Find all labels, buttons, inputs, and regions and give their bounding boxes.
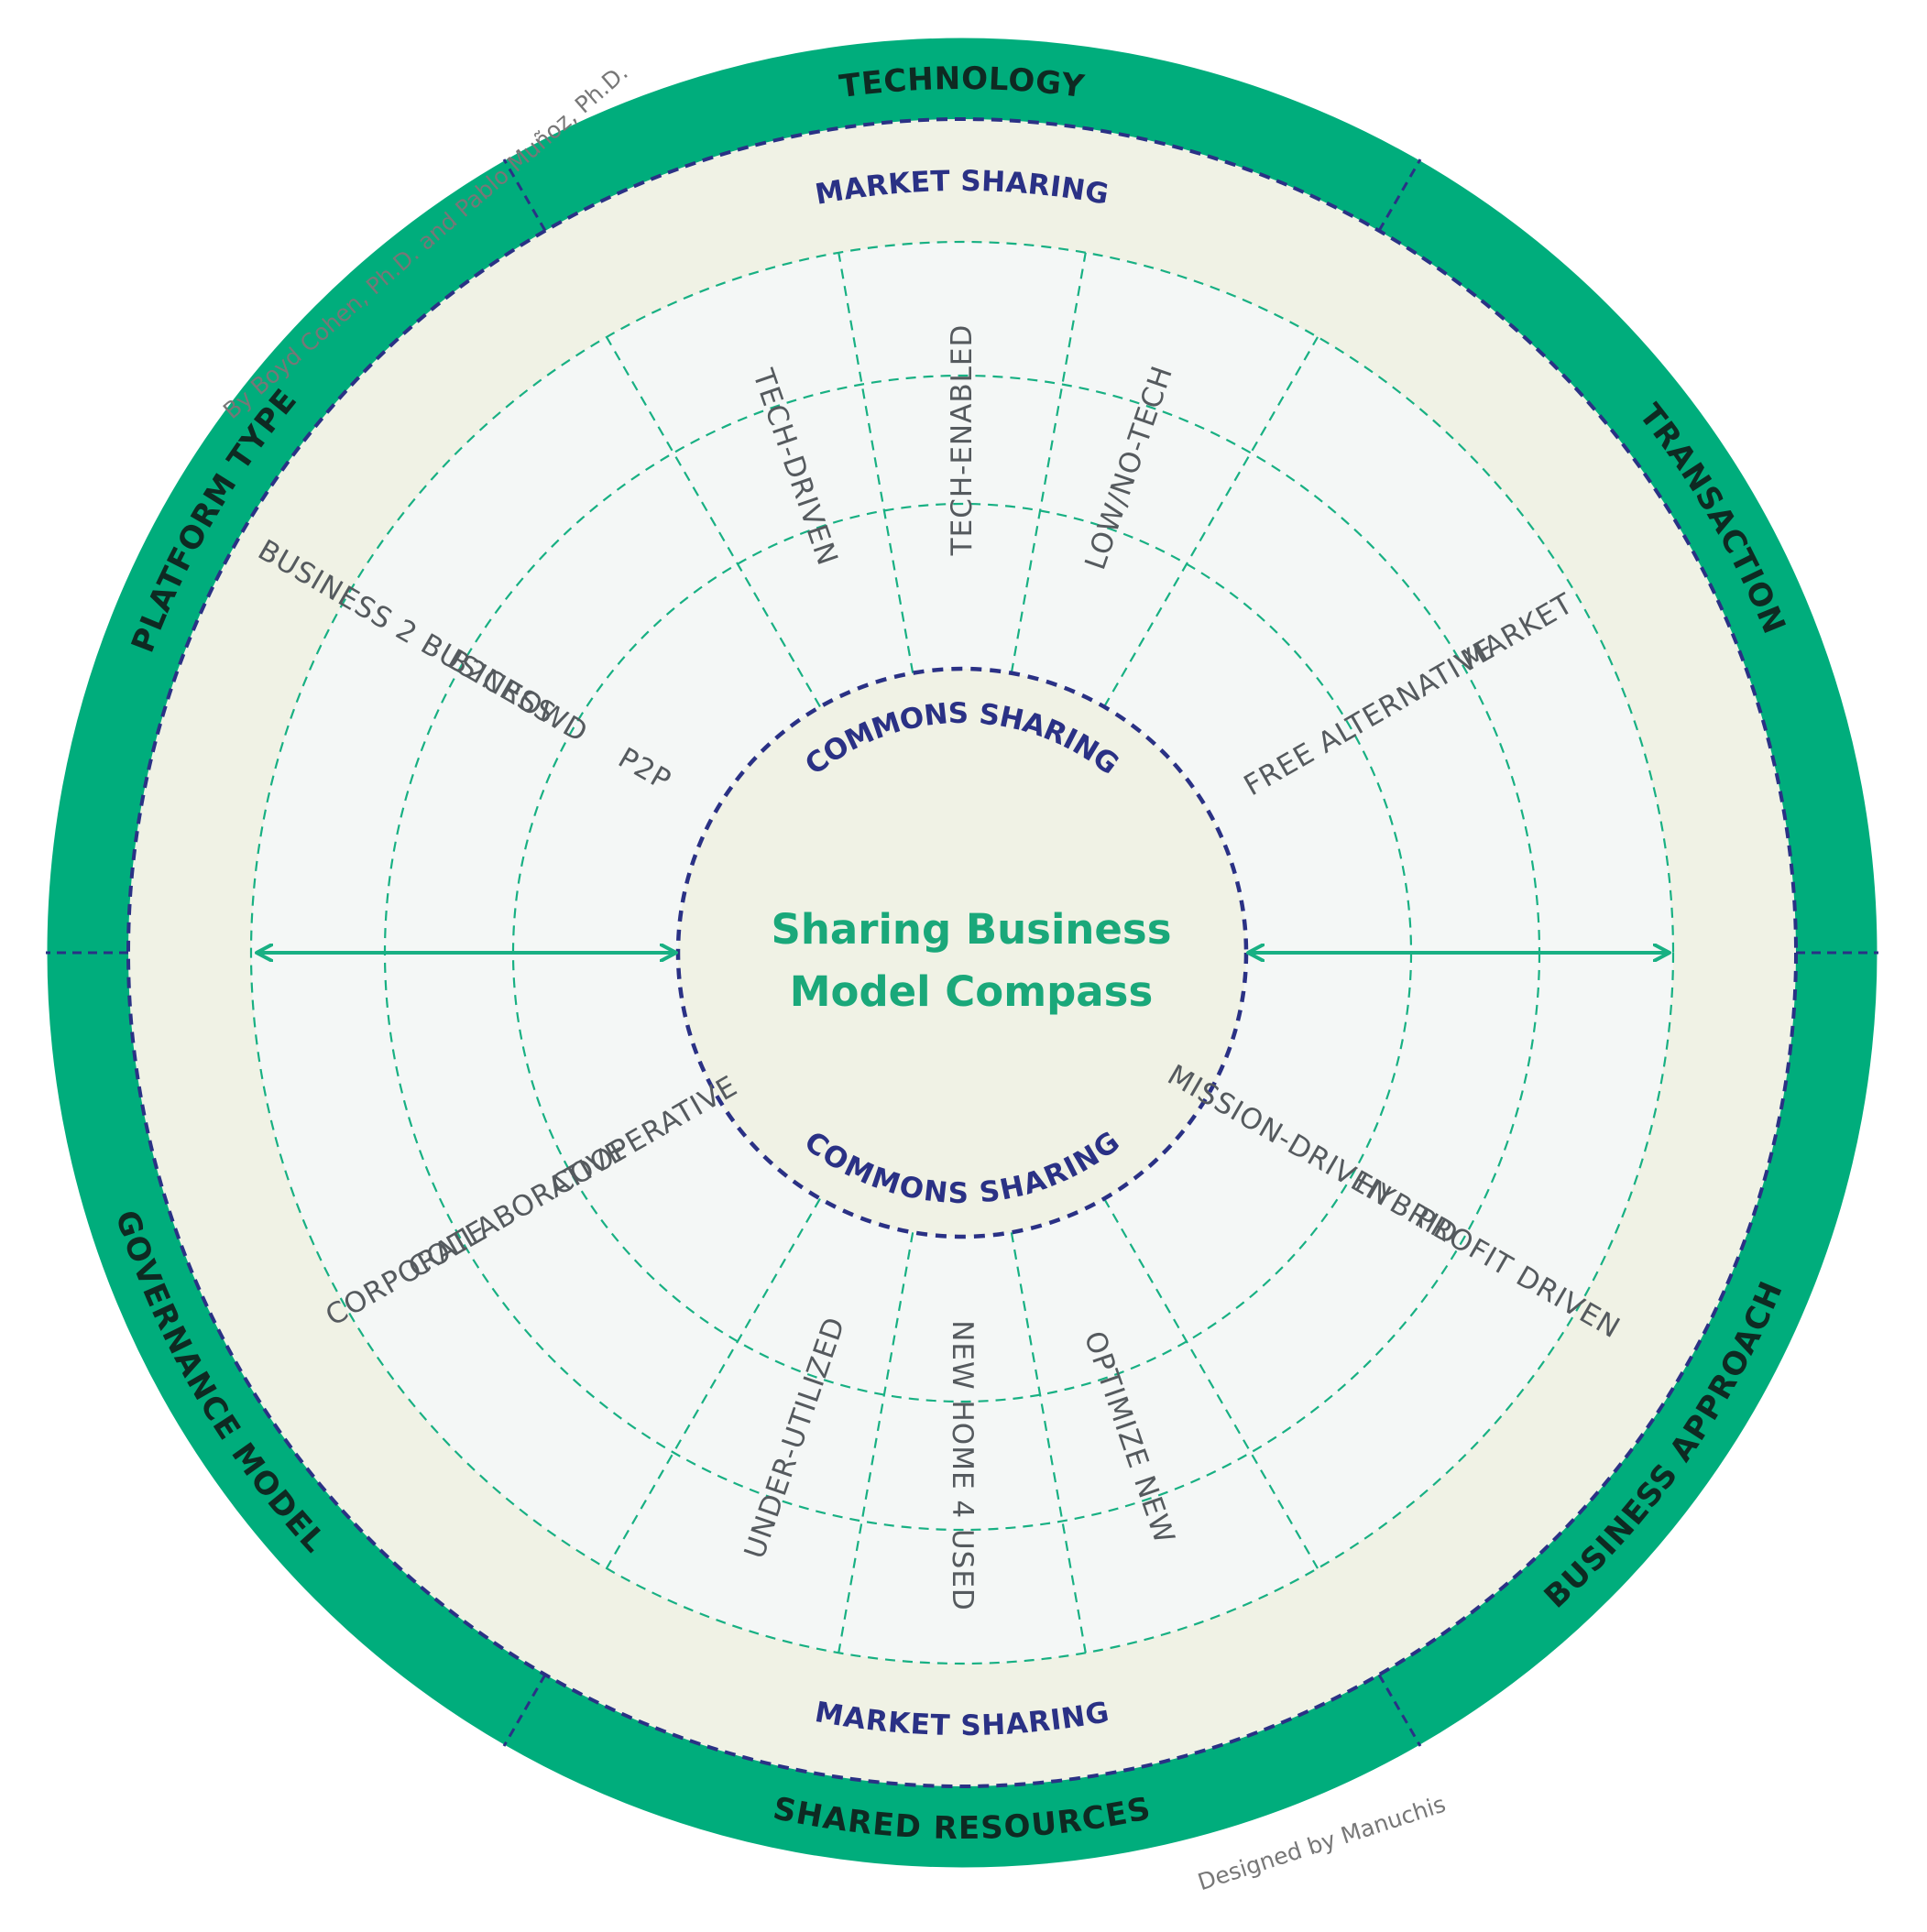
sector-divider-1 <box>1103 336 1319 708</box>
category-divider-4 <box>502 1674 547 1747</box>
option-divider-3 <box>1010 1232 1087 1654</box>
option-new-home-4-used: NEW HOME 4 USED <box>946 1320 979 1611</box>
compass-title-line2: Model Compass <box>790 967 1154 1016</box>
option-ring-1 <box>249 240 1675 1665</box>
compass-title-line1: Sharing Business <box>771 905 1171 954</box>
sector-divider-4 <box>606 336 821 708</box>
option-divider-1 <box>838 252 914 673</box>
option-divider-4 <box>838 1232 914 1654</box>
category-divider-3 <box>1377 1674 1422 1747</box>
category-divider-1 <box>1377 158 1422 232</box>
sector-divider-2 <box>1103 1197 1319 1569</box>
category-divider-6 <box>502 158 547 232</box>
option-divider-2 <box>1010 252 1087 673</box>
sector-dividers <box>46 158 1878 1747</box>
sector-divider-3 <box>606 1197 821 1569</box>
option-tech-enabled: TECH-ENABLED <box>946 324 979 557</box>
